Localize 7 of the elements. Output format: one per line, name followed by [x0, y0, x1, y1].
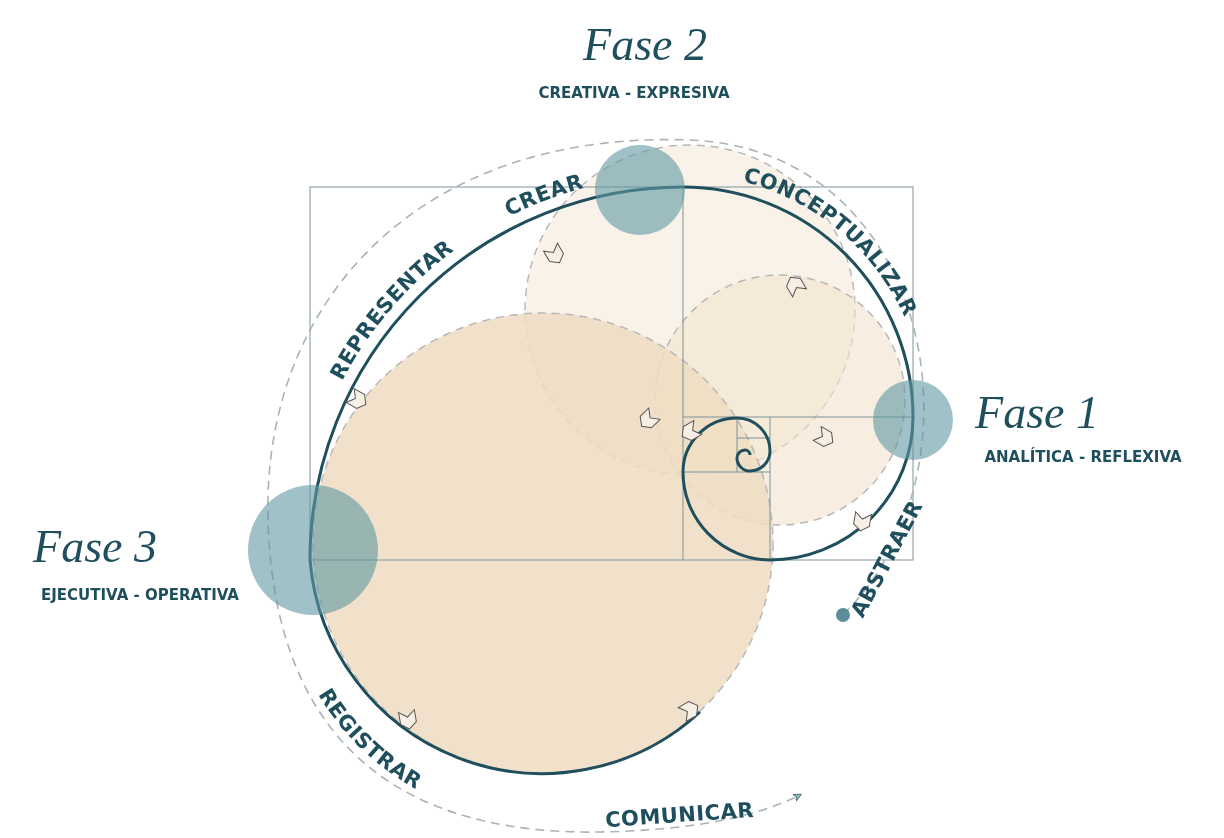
phase-heading: Fase 2	[583, 19, 707, 70]
phase-heading: Fase 3	[33, 521, 157, 572]
stage-label: COMUNICAR	[604, 797, 755, 833]
phase-subtitle: CREATIVA - EXPRESIVA	[538, 84, 730, 102]
phase-heading: Fase 1	[975, 387, 1099, 438]
phase-subtitle: ANALÍTICA - REFLEXIVA	[984, 448, 1182, 466]
phase-subtitle: EJECUTIVA - OPERATIVA	[41, 586, 239, 604]
